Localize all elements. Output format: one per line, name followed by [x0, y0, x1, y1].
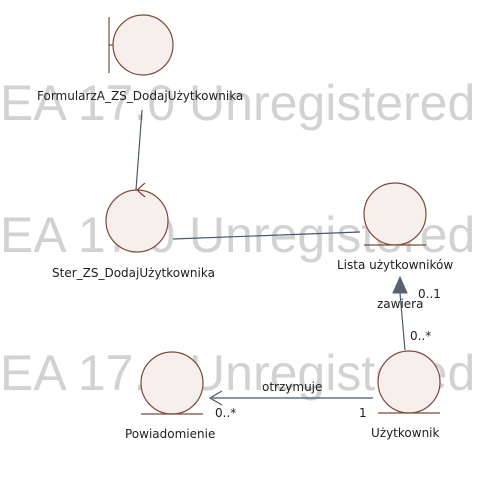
edge-ster-lista[interactable] [172, 231, 361, 240]
node-uzytkownik[interactable] [377, 350, 441, 414]
node-ster[interactable] [105, 182, 169, 253]
multiplicity-zawiera-target: 0..1 [418, 287, 441, 301]
node-label-uzytkownik: Użytkownik [371, 426, 440, 440]
control-circle [105, 189, 169, 253]
node-lista[interactable] [363, 182, 427, 246]
edge-label-otrzymuje: otrzymuje [262, 380, 323, 394]
multiplicity-otrzymuje-source: 1 [359, 406, 367, 420]
node-powiadomienie[interactable] [140, 351, 204, 415]
node-formularz[interactable] [108, 14, 174, 76]
entity-circle [377, 350, 441, 414]
node-label-powiadomienie: Powiadomienie [125, 427, 216, 441]
node-label-lista: Lista użytkowników [337, 258, 454, 272]
node-label-ster: Ster_ZS_DodajUżytkownika [52, 266, 215, 280]
watermark-text: EA 17.0 Unregistered [0, 75, 476, 131]
multiplicity-otrzymuje-target: 0..* [215, 406, 237, 420]
edge-zawiera[interactable] [399, 292, 406, 351]
directed-arrowhead [208, 390, 223, 406]
node-label-formularz: FormularzA_ZS_DodajUżytkownika [37, 89, 244, 103]
edge-label-zawiera: zawiera [377, 297, 424, 311]
aggregation-arrowhead [392, 275, 408, 294]
entity-circle [140, 351, 204, 415]
edge-formularz-ster[interactable] [135, 109, 143, 191]
multiplicity-zawiera-source: 0..* [410, 329, 432, 343]
entity-circle [363, 182, 427, 246]
control-arrow [136, 182, 146, 198]
boundary-circle [112, 14, 174, 76]
